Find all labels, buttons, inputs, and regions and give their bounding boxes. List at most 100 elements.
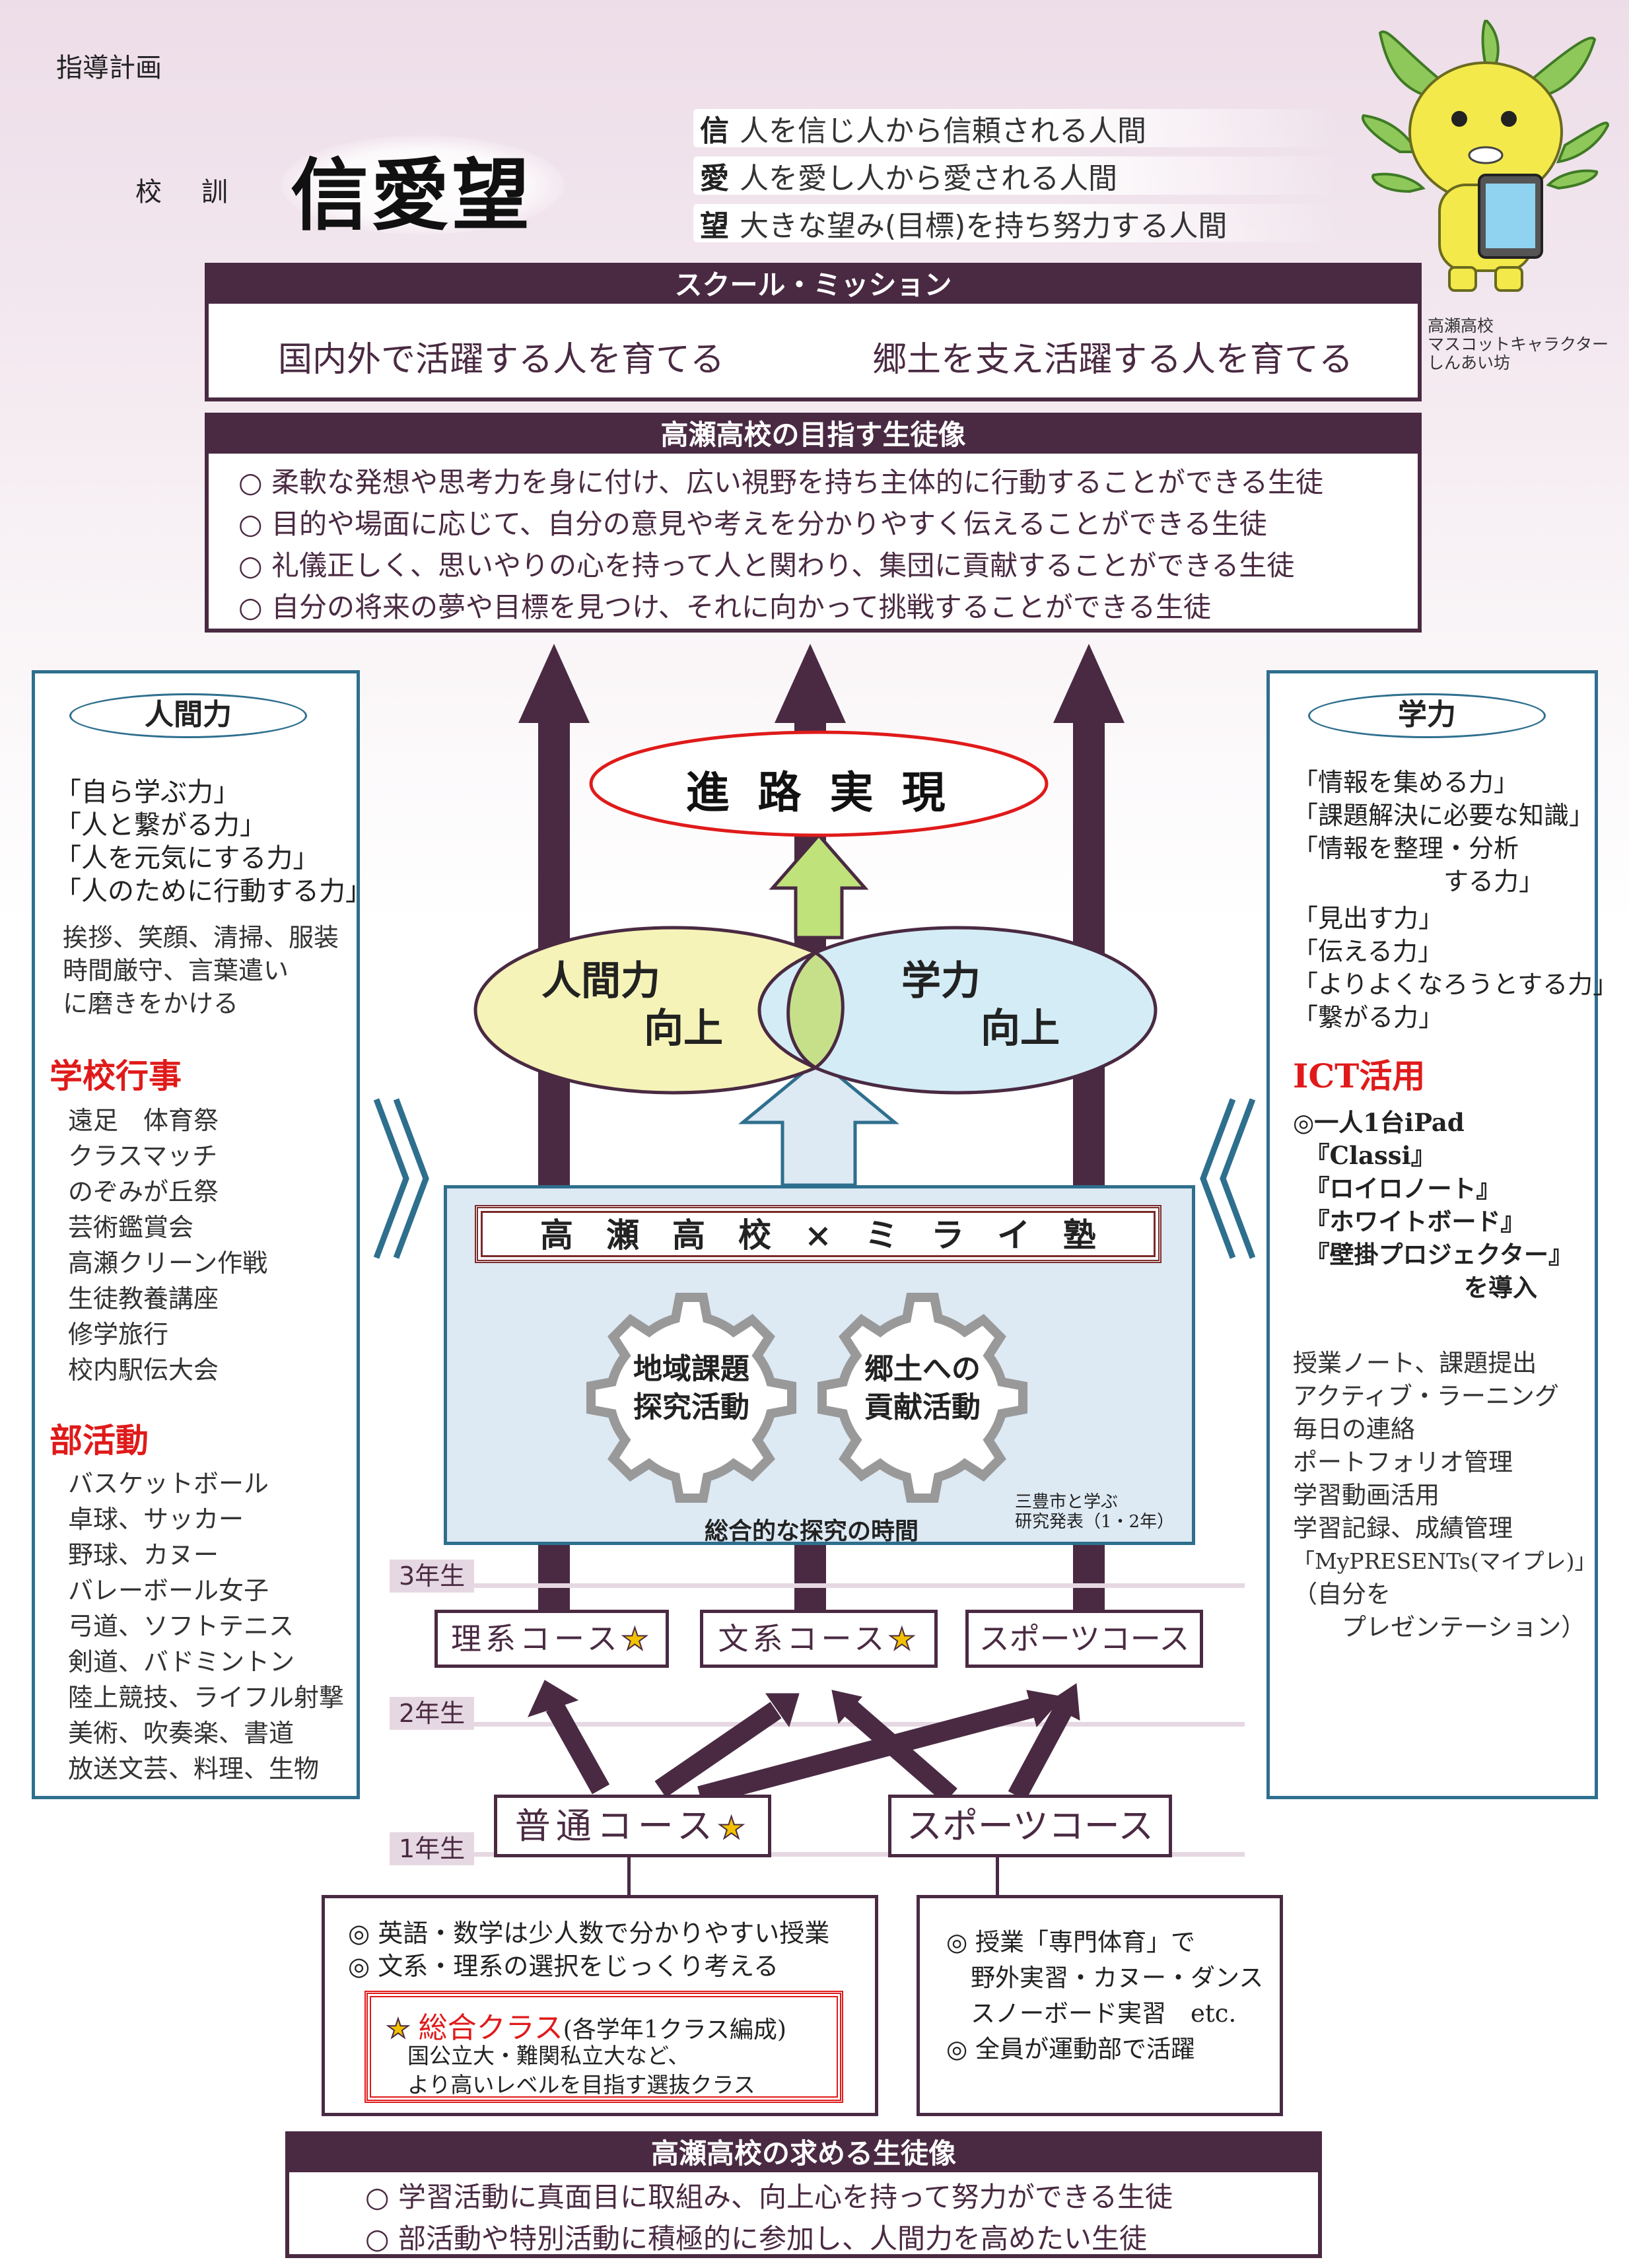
ideal-students-box: 高瀬高校の目指す生徒像 ○ 柔軟な発想や思考力を身に付け、広い視野を持ち主体的に…: [205, 413, 1422, 633]
list-item: 校内駅伝大会: [68, 1356, 219, 1385]
connector-line: [996, 1857, 999, 1897]
gakuryoku-title: 学力: [1308, 693, 1546, 738]
list-item: ◎一人1台iPad: [1293, 1108, 1465, 1137]
events-list: 遠足 体育祭 クラスマッチ のぞみが丘祭 芸術鑑賞会 高瀬クリーン作戦 生徒教養…: [68, 1103, 267, 1388]
leaf-icon: [1361, 20, 1610, 193]
gear-right-label: 郷土への 貢献活動: [864, 1352, 981, 1424]
list-item: 陸上競技、ライフル射撃: [68, 1683, 345, 1712]
ningenryoku-panel: 人間力 「自ら学ぶ力」 「人と繋がる力」 「人を元気にする力」 「人のために行動…: [32, 670, 372, 1799]
course-sports-upper[interactable]: スポーツコース: [965, 1610, 1203, 1668]
chevron-left-icon: [1200, 1098, 1256, 1259]
motto-label: 校 訓: [135, 177, 234, 207]
gakuryoku-label: 学力 向上: [901, 958, 1060, 1052]
gakuryoku-abilities: 「情報を集める力」 「課題解決に必要な知識」 「情報を整理・分析 する力」 「見…: [1293, 768, 1618, 1032]
course-science[interactable]: 理系コース★: [434, 1610, 669, 1668]
list-item: （自分を: [1293, 1580, 1391, 1608]
year-label: 3年生: [390, 1560, 475, 1593]
list-item: ○ 自分の将来の夢や目標を見つけ、それに向かって挑戦することができる生徒: [238, 591, 1211, 623]
overlap-lens: [786, 950, 845, 1070]
wanted-students-title: 高瀬高校の求める生徒像: [289, 2135, 1318, 2172]
ningenryoku-label: 人間力 向上: [541, 958, 723, 1052]
integrated-study-label: 総合的な探究の時間: [705, 1517, 919, 1545]
school-mission-box: スクール・ミッション 国内外で活躍する人を育てる 郷土を支え活躍する人を育てる: [205, 263, 1422, 401]
list-item: 放送文芸、料理、生物: [68, 1754, 320, 1783]
list-item: アクティブ・ラーニング: [1293, 1382, 1559, 1410]
list-item: 学習記録、成績管理: [1293, 1514, 1513, 1542]
arrow-up-icon: [769, 833, 869, 940]
course-humanities[interactable]: 文系コース★: [700, 1610, 938, 1668]
list-item: 授業ノート、課題提出: [1293, 1349, 1537, 1377]
ideal-students-title: 高瀬高校の目指す生徒像: [209, 417, 1418, 454]
list-item: を導入: [1293, 1273, 1537, 1302]
goal-oval: [589, 730, 1049, 837]
list-item: 高瀬クリーン作戦: [68, 1249, 268, 1278]
motto-line: 愛 人を愛し人から愛される人間: [693, 156, 1340, 195]
ningenryoku-title: 人間力: [69, 693, 307, 738]
doc-label: 指導計画: [56, 53, 162, 83]
list-item: スノーボード実習 etc.: [946, 1999, 1237, 2028]
chevron-right-icon: [373, 1098, 429, 1259]
list-item: ポートフォリオ管理: [1293, 1448, 1513, 1476]
events-title: 学校行事: [50, 1056, 182, 1095]
gear-left-label: 地域課題 探究活動: [633, 1352, 749, 1424]
wanted-students-box: 高瀬高校の求める生徒像 ○ 学習活動に真面目に取組み、向上心を持って努力ができる…: [285, 2131, 1322, 2258]
list-item: 『ホワイトボード』: [1293, 1207, 1525, 1236]
star-icon: ★: [386, 2013, 411, 2045]
motto-line: 信 人を信じ人から信頼される人間: [693, 109, 1340, 148]
list-item: 生徒教養講座: [68, 1284, 219, 1313]
list-item: ○ 柔軟な発想や思考力を身に付け、広い視野を持ち主体的に行動することができる生徒: [238, 466, 1324, 498]
gakuryoku-oval: [757, 926, 1158, 1095]
motto-calligraphy: 信愛望: [291, 149, 533, 241]
motto-char: 信: [700, 114, 729, 148]
list-item: ◎ 全員が運動部で活躍: [946, 2035, 1196, 2063]
gakuryoku-panel: 学力 「情報を集める力」 「課題解決に必要な知識」 「情報を整理・分析 する力」…: [1266, 670, 1618, 1799]
mascot-caption: 高瀬高校 マスコットキャラクター しんあい坊: [1428, 316, 1609, 372]
gear-icon: [586, 1293, 796, 1503]
list-item: 『壁掛プロジェクター』: [1293, 1240, 1574, 1269]
list-item: 「MyPRESENTs(マイプレ)」: [1293, 1548, 1597, 1574]
general-course-info: ◎ 英語・数学は少人数で分かりやすい授業 ◎ 文系・理系の選択をじっくり考える …: [322, 1895, 878, 2116]
star-icon: ★: [621, 1620, 652, 1657]
motto-char: 愛: [700, 162, 729, 195]
mission-item: 国内外で活躍する人を育てる: [278, 340, 725, 380]
special-class-box: ★ 総合クラス(各学年1クラス編成) 国公立大・難関私立大など、 より高いレベル…: [364, 1991, 843, 2103]
sports-course-info: ◎ 授業「専門体育」で 野外実習・カヌー・ダンス スノーボード実習 etc. ◎…: [917, 1895, 1283, 2116]
mission-title: スクール・ミッション: [209, 267, 1418, 304]
list-item: 野外実習・カヌー・ダンス: [946, 1964, 1264, 1992]
manners-text: 挨拶、笑顔、清掃、服装 時間厳守、言葉遣い に磨きをかける: [63, 923, 339, 1018]
star-icon: ★: [887, 1620, 920, 1657]
mission-item: 郷土を支え活躍する人を育てる: [872, 340, 1354, 380]
course-general[interactable]: 普通コース★: [494, 1795, 771, 1857]
list-item: 剣道、バドミントン: [68, 1647, 295, 1676]
list-item: ◎ 英語・数学は少人数で分かりやすい授業: [348, 1919, 830, 1948]
list-item: ○ 目的や場面に応じて、自分の意見や考えを分かりやすく伝えることができる生徒: [238, 508, 1267, 540]
list-item: 芸術鑑賞会: [68, 1213, 194, 1242]
star-icon: ★: [717, 1809, 751, 1846]
ideal-students-list: ○ 柔軟な発想や思考力を身に付け、広い視野を持ち主体的に行動することができる生徒…: [238, 462, 1323, 628]
arrow-diagonal-icon: [528, 1680, 1080, 1806]
goal-label: 進 路 実 現: [685, 767, 952, 818]
year-line: [390, 1852, 1245, 1857]
list-item: 『Classi』: [1293, 1141, 1436, 1170]
ict-title: ICT活用: [1293, 1056, 1426, 1095]
list-item: ◎ 授業「専門体育」で: [946, 1928, 1196, 1956]
year-label: 1年生: [390, 1832, 475, 1865]
special-class-note: (各学年1クラス編成): [563, 2016, 786, 2044]
course-sports-lower[interactable]: スポーツコース: [888, 1795, 1172, 1857]
year-label: 2年生: [390, 1697, 475, 1730]
list-item: 毎日の連絡: [1293, 1415, 1415, 1443]
list-item: ◎ 文系・理系の選択をじっくり考える: [348, 1952, 779, 1981]
list-item: 美術、吹奏楽、書道: [68, 1719, 295, 1748]
motto-line: 望 大きな望み(目標)を持ち努力する人間: [693, 204, 1340, 243]
motto-lines: 信 人を信じ人から信頼される人間 愛 人を愛し人から愛される人間 望 大きな望み…: [693, 109, 1340, 243]
list-item: ○ 礼儀正しく、思いやりの心を持って人と関わり、集団に貢献することができる生徒: [238, 549, 1295, 582]
special-class-title: 総合クラス: [418, 2011, 563, 2045]
motto-text: 人を信じ人から信頼される人間: [740, 114, 1146, 148]
list-item: 野球、カヌー: [68, 1540, 219, 1569]
list-item: 遠足 体育祭: [68, 1106, 219, 1135]
list-item: 弓道、ソフトテニス: [68, 1612, 295, 1641]
list-item: ○ 部活動や特別活動に積極的に参加し、人間力を高めたい生徒: [365, 2222, 1147, 2255]
ict-uses: 授業ノート、課題提出 アクティブ・ラーニング 毎日の連絡 ポートフォリオ管理 学…: [1293, 1347, 1596, 1644]
list-item: ○ 学習活動に真面目に取組み、向上心を持って努力ができる生徒: [365, 2181, 1173, 2213]
